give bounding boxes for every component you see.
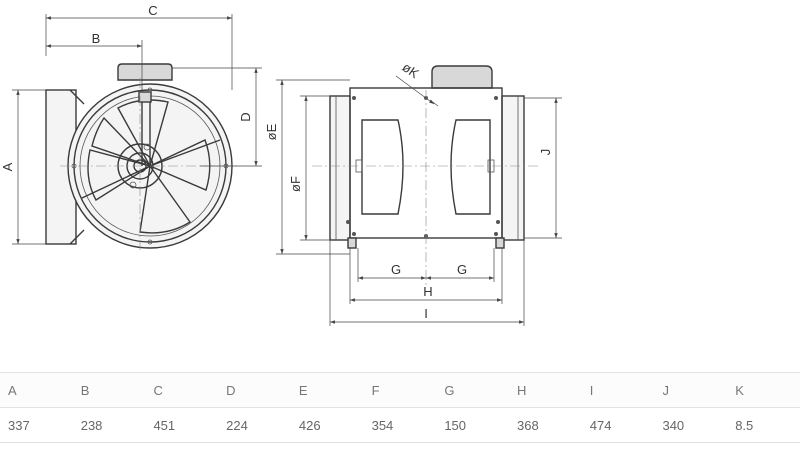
table-row: 337 238 451 224 426 354 150 368 474 340 … <box>0 407 800 443</box>
dim-label-h: H <box>423 284 432 299</box>
table-cell: 340 <box>654 407 728 443</box>
table-header-cell: G <box>436 372 510 408</box>
table-cell: 238 <box>72 407 146 443</box>
table-header-cell: J <box>654 372 728 408</box>
table-header-cell: D <box>218 372 291 408</box>
dim-label-j: J <box>538 149 553 156</box>
table-cell: 224 <box>218 407 291 443</box>
table-cell: 337 <box>0 407 73 443</box>
front-view-dimensions: C B A D <box>0 3 262 245</box>
dim-label-d: D <box>238 112 253 121</box>
table-cell: 8.5 <box>727 407 800 443</box>
table-header-cell: F <box>363 372 437 408</box>
table-cell: 354 <box>363 407 437 443</box>
table-cell: 474 <box>581 407 655 443</box>
dim-label-g-left: G <box>391 262 401 277</box>
dim-label-f: øF <box>288 176 303 192</box>
side-view-dimensions: øK øE øF J G G H I <box>264 59 562 326</box>
dim-label-g-right: G <box>457 262 467 277</box>
table-header-cell: I <box>581 372 655 408</box>
table-header-cell: H <box>509 372 582 408</box>
fan-technical-drawing: C B A D <box>0 3 562 326</box>
table-header-cell: E <box>290 372 364 408</box>
table-header-cell: B <box>72 372 146 408</box>
table-header-cell: K <box>727 372 800 408</box>
table-cell: 368 <box>509 407 582 443</box>
dim-label-k: øK <box>399 59 421 81</box>
side-view <box>312 65 540 288</box>
table-header-cell: A <box>0 372 73 408</box>
dim-label-e: øE <box>264 123 279 140</box>
dim-label-b: B <box>92 31 101 46</box>
table-cell: 451 <box>145 407 219 443</box>
dim-label-c: C <box>148 3 157 18</box>
dimensions-table: A B C D E F G H I J K 337 238 451 224 42… <box>0 372 800 443</box>
table-header-row: A B C D E F G H I J K <box>0 372 800 408</box>
table-cell: 150 <box>436 407 510 443</box>
table-cell: 426 <box>290 407 364 443</box>
dim-label-i: I <box>424 306 428 321</box>
table-header-cell: C <box>145 372 219 408</box>
front-view <box>45 63 240 252</box>
dim-label-a: A <box>0 162 15 171</box>
